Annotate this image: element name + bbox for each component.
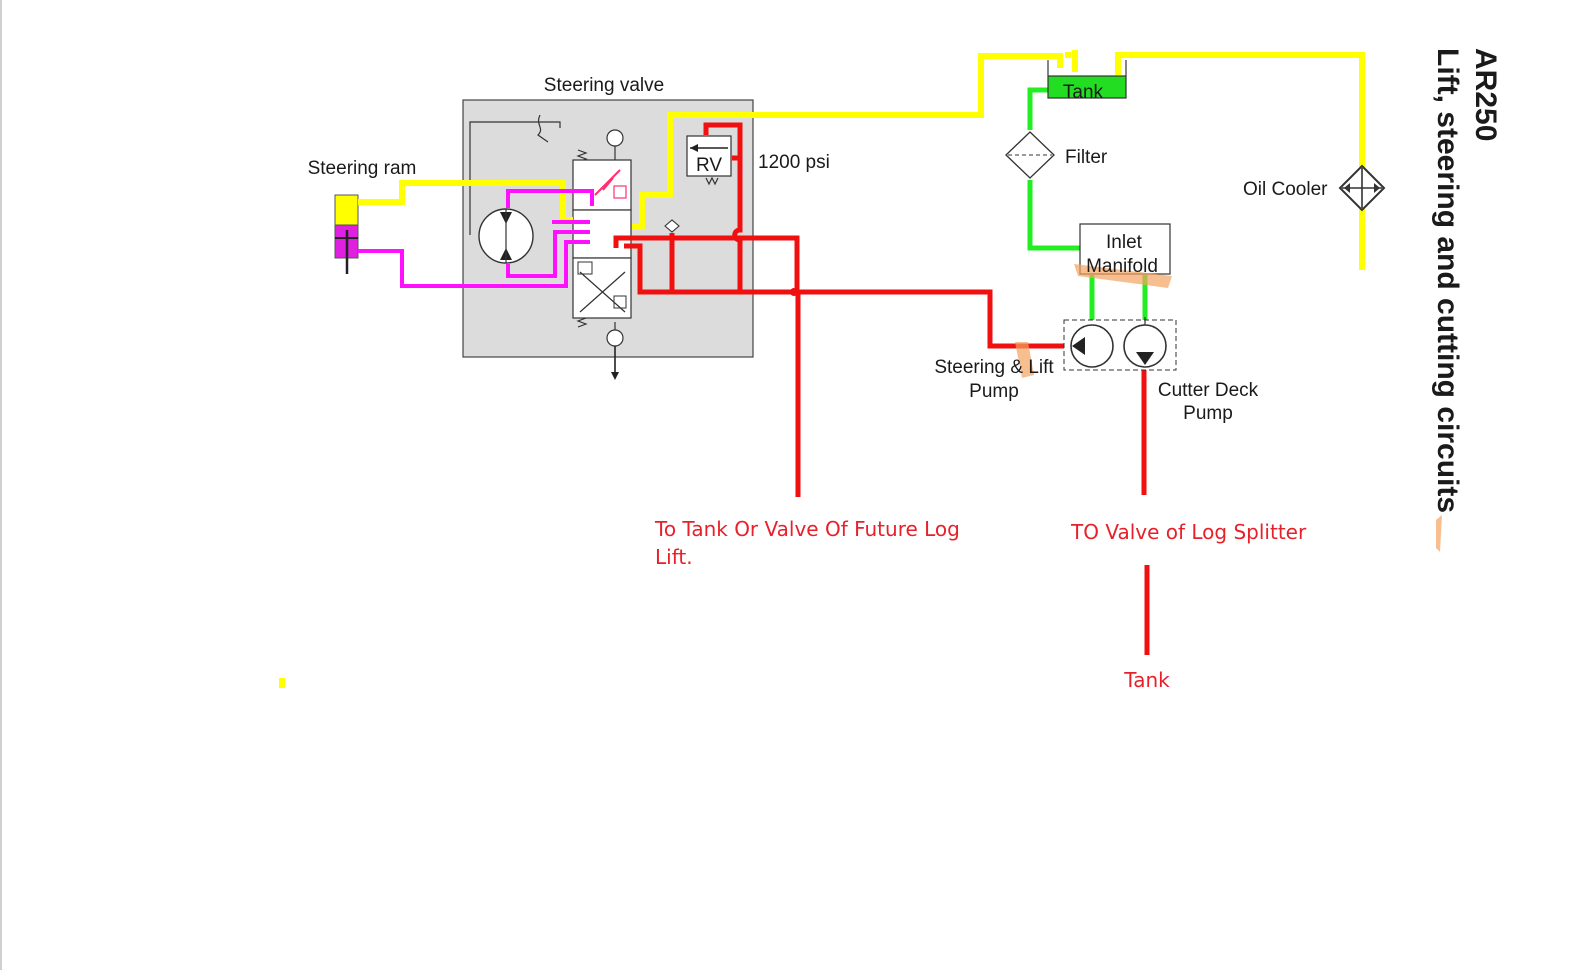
- steering-valve-label: Steering valve: [544, 75, 664, 96]
- steering-cylinder-lines: [358, 189, 594, 288]
- steering-valve: [462, 99, 754, 380]
- relief-valve-label: RV: [696, 155, 722, 176]
- pressure-setting-label: 1200 psi: [758, 152, 830, 173]
- log-splitter-note: TO Valve of Log Splitter: [1070, 520, 1307, 544]
- highlight-mark: [1015, 342, 1034, 378]
- inlet-manifold-label-2: Manifold: [1086, 256, 1158, 277]
- steering-lift-pump-label: Steering & Lift: [934, 357, 1054, 378]
- pump-assembly: [1063, 317, 1177, 371]
- steering-lift-pump-icon: [1070, 324, 1114, 368]
- cutter-deck-pump-label-2: Pump: [1183, 403, 1233, 424]
- steering-ram-label: Steering ram: [308, 158, 417, 179]
- oil-cooler-icon: [1338, 164, 1386, 212]
- pressure-lines: [613, 122, 1150, 655]
- future-log-lift-note-2: Lift.: [655, 545, 693, 569]
- filter-label: Filter: [1065, 147, 1108, 168]
- inlet-manifold: [1074, 223, 1172, 288]
- diagram-title: AR250: [1469, 48, 1502, 141]
- return-lines: [279, 50, 1365, 688]
- suction-lines: [1027, 87, 1148, 322]
- tank: [1047, 60, 1127, 99]
- steering-lift-pump-label-2: Pump: [969, 381, 1019, 402]
- cutter-deck-pump-label: Cutter Deck: [1158, 380, 1259, 401]
- highlight-mark: [1436, 515, 1442, 552]
- steering-ram: [334, 194, 359, 274]
- highlight-mark: [1074, 264, 1172, 288]
- spool-upper: [572, 159, 632, 211]
- tank-label: Tank: [1063, 82, 1104, 103]
- filter-icon: [1005, 131, 1055, 179]
- oil-cooler-label: Oil Cooler: [1243, 179, 1328, 200]
- relief-valve-icon: [686, 135, 732, 177]
- diagram-subtitle: Lift, steering and cutting circuits: [1431, 48, 1464, 513]
- inlet-manifold-label: Inlet: [1106, 232, 1143, 253]
- tank-note: Tank: [1123, 668, 1170, 692]
- future-log-lift-note: To Tank Or Valve Of Future Log: [654, 517, 960, 541]
- check-valve-icon: [664, 219, 680, 233]
